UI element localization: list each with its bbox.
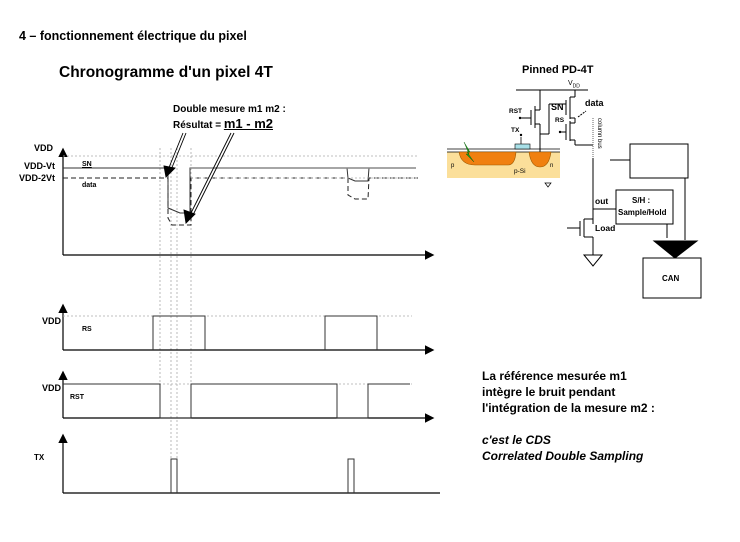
- top-vdd-2vt-label: VDD-2Vt: [19, 173, 56, 183]
- substrate-ground-icon: [544, 182, 552, 188]
- top-vdd-label: VDD: [34, 143, 54, 153]
- tx-pulse-2: [347, 458, 355, 493]
- rs-pulse-2: [324, 315, 378, 350]
- sample-hold-line1: S/H :: [632, 196, 651, 205]
- top-vdd-vt-label: VDD-Vt: [24, 161, 55, 171]
- rs-signal-label: RS: [82, 326, 92, 333]
- sample-hold-block: [615, 189, 674, 225]
- p-plus-label: p: [451, 163, 455, 169]
- rst-trace: [63, 383, 410, 419]
- block-diagram: [610, 143, 702, 299]
- data-trace-label: data: [82, 182, 97, 189]
- sn-trace-label: SN: [82, 161, 92, 168]
- sn-node-label: SN: [551, 102, 564, 112]
- chronogram-title: Chronogramme d'un pixel 4T: [59, 64, 273, 81]
- cds-line: c'est le CDS: [482, 433, 551, 447]
- arrow-m2: [183, 132, 235, 224]
- tx-plot: [58, 433, 440, 494]
- photodiode-cross-section: [447, 116, 562, 188]
- double-measure-annotation: Double mesure m1 m2 :: [173, 104, 286, 115]
- substrate-label: p-Si: [514, 168, 526, 175]
- rst-vdd-label: VDD: [42, 383, 62, 393]
- timing-guides: [159, 148, 192, 460]
- rs-pulse-1: [152, 315, 206, 350]
- explanation-line: l'intégration de la mesure m2 :: [482, 401, 655, 415]
- result-formula: m1 - m2: [223, 116, 273, 131]
- circuit-title: Pinned PD-4T: [522, 64, 594, 76]
- result-annotation: Résultat = m1 - m2: [173, 116, 273, 131]
- pixel-circuit: [516, 89, 616, 267]
- ground-symbol: [582, 254, 604, 267]
- data-node-label: data: [585, 98, 604, 108]
- top-plot: [58, 132, 435, 260]
- sample-hold-line2: Sample/Hold: [618, 208, 667, 217]
- section-title: 4 – fonctionnement électrique du pixel: [19, 29, 247, 43]
- out-label: out: [595, 196, 609, 206]
- rs-gate-label: RS: [555, 117, 565, 124]
- n-plus-label: n: [550, 163, 554, 169]
- arrow-m1: [163, 132, 187, 178]
- rst-gate-label: RST: [509, 108, 522, 115]
- light-icon: [463, 141, 475, 163]
- load-label: Load: [595, 223, 616, 233]
- tx-pulse-1: [170, 458, 178, 493]
- tx-gate-label: TX: [511, 127, 520, 134]
- upper-block: [629, 143, 689, 179]
- can-label: CAN: [662, 274, 680, 283]
- rst-signal-label: RST: [70, 394, 84, 401]
- column-bus-label: column bus: [596, 118, 602, 149]
- cds-line: Correlated Double Sampling: [482, 449, 644, 463]
- vdd-supply-v: V: [568, 80, 573, 87]
- can-block: [642, 257, 702, 299]
- transfer-gate: [514, 143, 531, 150]
- tx-signal-label: TX: [34, 453, 45, 462]
- explanation-line: La référence mesurée m1: [482, 369, 627, 383]
- rs-plot: [58, 303, 435, 355]
- rst-plot: [58, 370, 435, 423]
- vdd-supply-label: VDD: [568, 80, 580, 89]
- result-prefix: Résultat =: [173, 120, 224, 131]
- data-trace: [63, 177, 418, 226]
- rs-vdd-label: VDD: [42, 316, 62, 326]
- mux-triangle: [652, 240, 699, 259]
- vdd-supply-sub: DD: [572, 83, 580, 90]
- explanation-line: intègre le bruit pendant: [482, 385, 616, 399]
- explanation-text: La référence mesurée m1 intègre le bruit…: [482, 368, 655, 464]
- sn-trace: [63, 167, 416, 214]
